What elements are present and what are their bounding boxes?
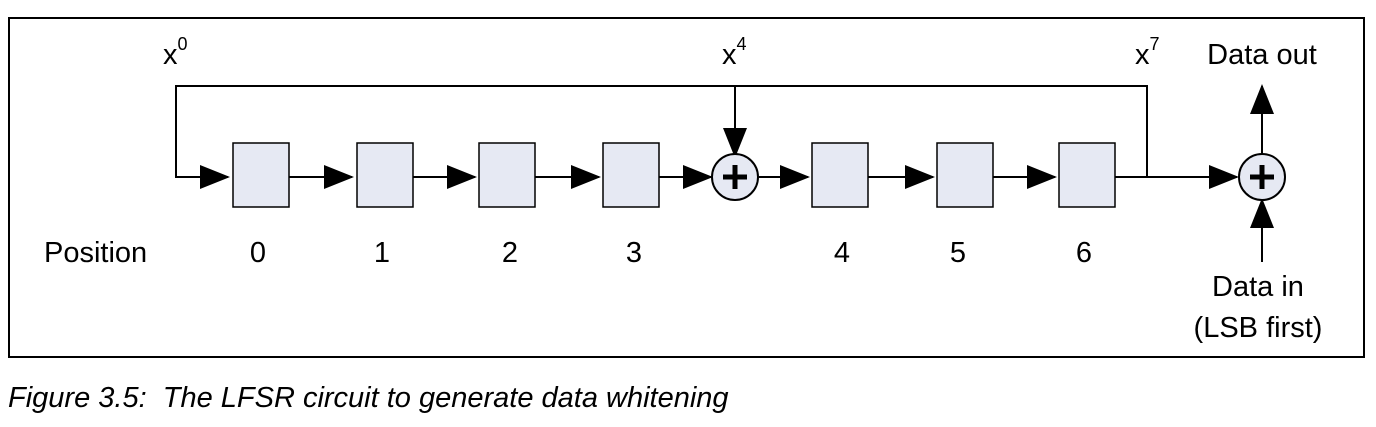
register-6 [1058,142,1116,208]
register-1 [356,142,414,208]
xor-gate-tap [711,153,759,201]
position-label: Position [44,237,147,269]
register-2 [478,142,536,208]
feedback-loop-line [175,85,1148,189]
registers [232,142,1116,208]
position-3: 3 [626,237,642,269]
register-4 [811,142,869,208]
register-0 [232,142,290,208]
position-2: 2 [502,237,518,269]
register-5 [936,142,994,208]
tap-x4-label: x4 [722,34,747,71]
tap-x7-label: x7 [1135,34,1160,71]
tap-x0-label: x0 [163,34,188,71]
data-in-order-label: (LSB first) [1194,312,1323,344]
shift-chain-wiring [289,84,1274,262]
register-3 [602,142,660,208]
position-1: 1 [374,237,390,269]
position-4: 4 [834,237,850,269]
position-5: 5 [950,237,966,269]
diagram-frame [8,17,1365,358]
feedback-wiring [175,85,1148,189]
figure-caption: Figure 3.5: The LFSR circuit to generate… [8,382,729,414]
position-6: 6 [1076,237,1092,269]
xor-gate-output [1238,153,1286,201]
position-0: 0 [250,237,266,269]
data-out-label: Data out [1207,39,1317,71]
data-in-label: Data in [1212,271,1304,303]
